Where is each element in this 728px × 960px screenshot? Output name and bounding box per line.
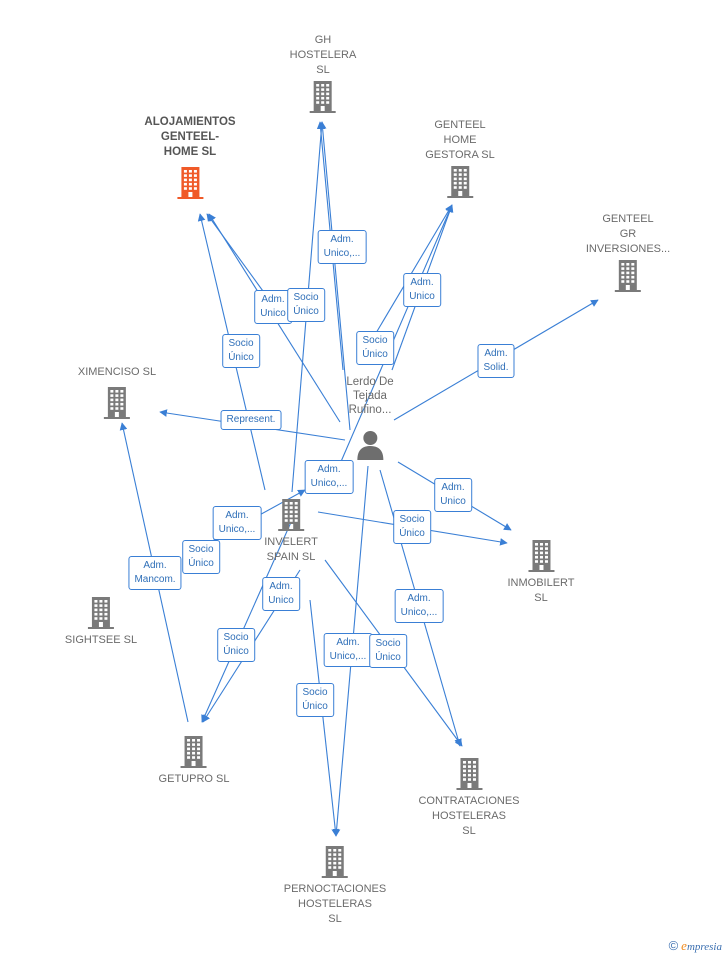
person-icon [357,431,383,460]
relationship-edge [206,213,269,299]
relationship-edge [201,519,293,723]
company-node-inmobilert[interactable]: INMOBILERT SL [507,537,575,606]
building-icon [87,597,114,629]
building-icon [309,81,336,113]
relationship-edge [318,121,351,431]
node-label: GETUPRO SL [158,773,230,785]
node-label: GENTEEL GR INVERSIONES... [585,213,671,255]
node-label: PERNOCTACIONES HOSTELERAS SL [283,883,387,925]
company-node-pernoctaciones-hosteleras[interactable]: PERNOCTACIONES HOSTELERAS SL [284,843,386,927]
edge-label-adm-unico[interactable]: Adm.Unico [403,273,441,307]
node-label: ALOJAMIENTOS GENTEEL- HOME SL [144,116,236,158]
edge-label-adm-solid[interactable]: Adm.Solid. [477,344,515,378]
edge-label-adm-unico[interactable]: Adm.Unico [434,478,472,512]
building-icon [321,846,348,878]
node-label: SIGHTSEE SL [64,634,138,646]
edge-label-adm-unico[interactable]: Adm.Unico,... [317,230,367,264]
building-icon [278,499,304,531]
building-icon [176,167,203,199]
edge-label-adm-unico[interactable]: Adm.Unico,... [212,506,262,540]
node-label: GH HOSTELERA SL [289,34,357,76]
building-icon [104,387,130,419]
node-label: XIMENCISO SL [77,366,157,378]
node-label: INVELERT SPAIN SL [264,536,318,563]
building-icon [447,166,473,198]
relationship-edge [309,599,340,837]
empresia-logo[interactable]: ©empresia [668,938,722,953]
company-node-sightsee[interactable]: SIGHTSEE SL [65,594,137,648]
company-node-contrataciones-hosteleras[interactable]: CONTRATACIONES HOSTELERAS SL [418,755,520,839]
building-icon [528,540,554,572]
node-label: CONTRATACIONES HOSTELERAS SL [418,795,520,837]
edge-label-adm-unico[interactable]: Adm.Unico [254,290,292,324]
company-node-ximenciso[interactable]: XIMENCISO SL [78,365,156,420]
edge-label-adm-unico[interactable]: Adm.Unico [262,577,300,611]
edge-label-adm-unico[interactable]: Adm.Unico,... [323,633,373,667]
building-icon [455,758,482,790]
node-label: GENTEEL HOME GESTORA SL [425,119,495,161]
company-node-genteel-home-gestora[interactable]: GENTEEL HOME GESTORA SL [425,118,495,199]
edge-label-adm-unico[interactable]: Adm.Unico,... [394,589,444,623]
company-node-invelert-spain[interactable]: INVELERT SPAIN SL [264,496,318,565]
person-node-lerdo-de-tejada[interactable]: Lerdo De Tejada Rufino... [346,375,394,461]
company-node-alojamientos-genteel-home[interactable]: ALOJAMIENTOS GENTEEL- HOME SL [144,115,236,200]
node-label: INMOBILERT SL [507,577,575,604]
company-node-gh-hostelera[interactable]: GH HOSTELERA SL [289,33,357,114]
building-icon [614,260,641,292]
company-node-genteel-gr-inversiones[interactable]: GENTEEL GR INVERSIONES... [586,212,670,293]
edge-label-adm-unico[interactable]: Adm.Unico,... [304,460,354,494]
edge-label-represent[interactable]: Represent. [220,410,282,430]
person-label: Lerdo De Tejada Rufino... [346,376,394,416]
building-icon [181,736,207,768]
company-node-getupro[interactable]: GETUPRO SL [158,733,230,787]
edge-label-adm-mancom[interactable]: Adm.Mancom. [128,556,182,590]
